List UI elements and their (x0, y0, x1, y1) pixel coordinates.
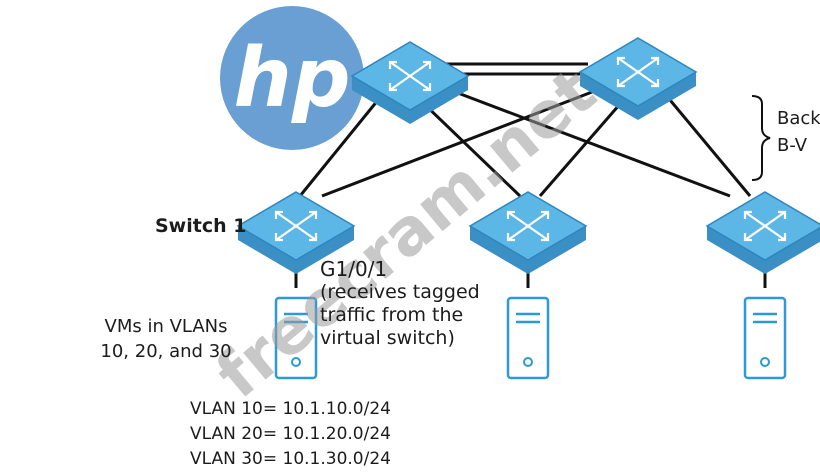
port-note-2: traffic from the (320, 304, 464, 326)
hp-logo-icon: hp (220, 6, 364, 150)
vlan-20: VLAN 20= 10.1.20.0/24 (190, 424, 391, 444)
server-2-icon (506, 296, 550, 380)
backbone-line-2: B-V (777, 135, 808, 156)
vms-label: VMs in VLANs 10, 20, and 30 (96, 314, 236, 364)
access-switch-3-icon (705, 190, 820, 276)
port-note-3: virtual switch) (320, 327, 455, 349)
backbone-bracket (751, 95, 771, 181)
link-cl-s3 (449, 88, 731, 198)
link-cr-s3 (668, 99, 752, 197)
port-annotation: G1/0/1 (receives tagged traffic from the… (320, 258, 480, 350)
port-note-1: (receives tagged (320, 281, 480, 303)
backbone-line-1: Back (777, 108, 820, 129)
server-3-icon (743, 296, 787, 380)
vlan-10: VLAN 10= 10.1.10.0/24 (190, 399, 391, 419)
backbone-label: Back B-V (777, 105, 820, 159)
link-cr-s1 (321, 90, 593, 198)
vms-line-2: 10, 20, and 30 (100, 341, 232, 362)
vlan-30: VLAN 30= 10.1.30.0/24 (190, 449, 391, 469)
link-cl-s1 (298, 99, 380, 197)
port-id: G1/0/1 (320, 257, 388, 281)
vms-line-1: VMs in VLANs (104, 316, 228, 337)
link-cr-s2 (538, 103, 622, 197)
vlan-list: VLAN 10= 10.1.10.0/24 VLAN 20= 10.1.20.0… (190, 397, 391, 472)
link-cl-s2 (418, 98, 522, 198)
switch-1-label: Switch 1 (155, 215, 247, 237)
svg-text:hp: hp (233, 31, 350, 126)
